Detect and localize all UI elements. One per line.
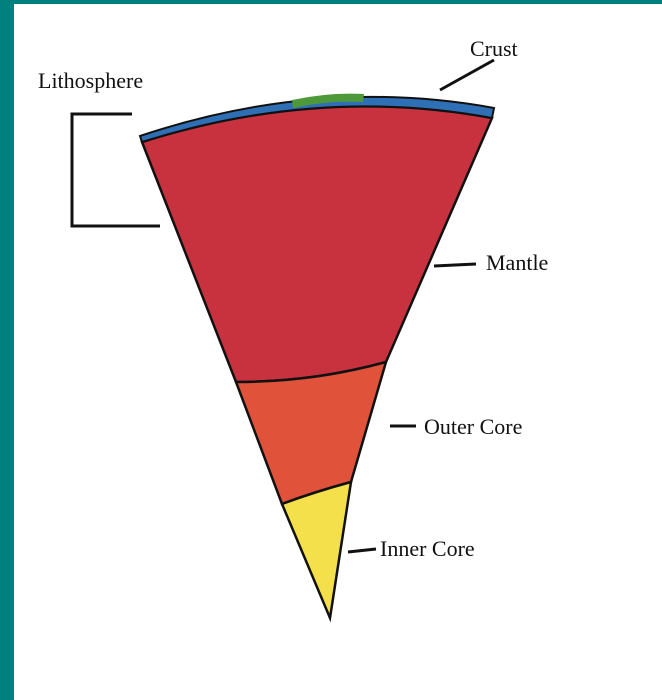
earth-layers-diagram: Crust Lithosphere Mantle Outer Core Inne… [14, 4, 662, 700]
diagram-frame: Crust Lithosphere Mantle Outer Core Inne… [14, 4, 662, 700]
mantle-layer [142, 106, 492, 382]
label-crust: Crust [470, 36, 518, 61]
label-inner-core: Inner Core [380, 536, 475, 561]
mantle-leader-line [434, 264, 476, 266]
label-lithosphere: Lithosphere [38, 68, 143, 93]
crust-leader-line [440, 60, 494, 90]
label-outer-core: Outer Core [424, 414, 522, 439]
label-mantle: Mantle [486, 250, 548, 275]
inner-core-leader-line [348, 549, 376, 552]
outer-core-layer [236, 362, 386, 504]
inner-core-layer [282, 482, 351, 618]
lithosphere-bracket [72, 114, 160, 226]
